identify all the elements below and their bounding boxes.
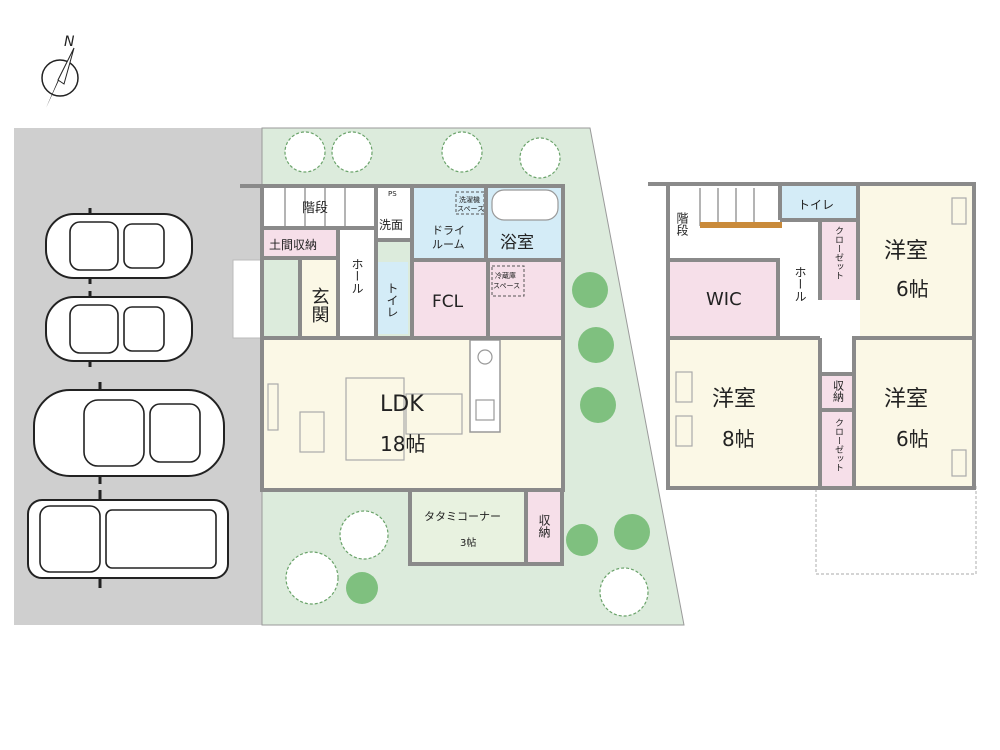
hall-1f	[338, 228, 376, 338]
toilet-room-2f	[782, 186, 858, 220]
handrail	[700, 222, 782, 228]
label-fridge-space-1: 冷蔵庫	[495, 271, 516, 280]
storage-doma-room	[263, 228, 337, 258]
closet-room-2	[822, 412, 852, 486]
label-room-ne: 洋室	[884, 239, 928, 264]
floor-1-labels: 階段 土間収納 玄関 ホール 洗面 PS ドライ ルーム 洗濯機 スペース 浴室…	[269, 190, 551, 549]
label-ldk-size: 18帖	[380, 432, 425, 456]
label-room-main-size: 8帖	[722, 427, 755, 451]
label-ps: PS	[388, 190, 397, 198]
car-1	[45, 208, 193, 284]
floor-2	[648, 182, 977, 575]
room-main	[670, 338, 820, 486]
hall-2f	[780, 222, 820, 336]
label-stairs-2f: 階段	[675, 211, 689, 237]
stairs-area-1f	[263, 188, 375, 228]
tatami-room	[410, 490, 524, 564]
bathtub	[491, 189, 559, 221]
label-washroom: 洗面	[379, 218, 403, 232]
label-storage-1f: 収納	[537, 514, 551, 538]
stove-icon	[477, 349, 493, 365]
floor-2-labels: 階段 トイレ クローゼット 洋室 6帖 WIC ホール 洋室 8帖 収納 クロー…	[675, 198, 929, 472]
trees	[284, 131, 650, 617]
label-wic: WIC	[706, 289, 742, 310]
entrance-room	[300, 260, 338, 338]
kitchen-counter	[469, 339, 501, 433]
storage-room-1f	[526, 490, 562, 564]
bed-se	[951, 449, 967, 477]
car-3	[33, 382, 225, 484]
label-washer-space-2: スペース	[457, 205, 484, 213]
label-room-ne-size: 6帖	[896, 277, 929, 301]
balcony	[815, 485, 977, 575]
kitchen-pantry	[490, 262, 562, 336]
label-toilet-2f: トイレ	[798, 198, 834, 212]
dry-room	[412, 188, 486, 258]
label-storage-2f: 収納	[832, 380, 845, 403]
bed-main	[675, 371, 693, 403]
floor-1	[232, 184, 565, 566]
car-2	[45, 291, 193, 367]
label-washer-space-1: 洗濯機	[459, 195, 480, 204]
tree-icon	[572, 272, 608, 308]
label-tatami: タタミコーナー	[424, 510, 501, 523]
label-tatami-size: 3帖	[460, 536, 476, 549]
label-bath: 浴室	[500, 233, 534, 253]
compass: N	[41, 34, 79, 108]
tv-board	[267, 383, 279, 431]
porch	[232, 259, 264, 339]
label-closet-1: クローゼット	[833, 226, 844, 280]
wic-room	[670, 262, 778, 336]
label-stairs-1f: 階段	[302, 201, 328, 216]
compass-north-label: N	[64, 34, 75, 50]
dining-table	[405, 393, 463, 435]
label-fridge-space-2: スペース	[493, 282, 520, 290]
label-fcl: FCL	[432, 292, 464, 312]
label-room-se-size: 6帖	[896, 427, 929, 451]
label-storage-doma: 土間収納	[269, 238, 317, 252]
sink-icon	[475, 399, 495, 421]
label-hall-1f: ホール	[350, 258, 364, 294]
room-se	[854, 338, 972, 486]
compass-ring	[41, 59, 79, 97]
label-dry-room-2: ルーム	[432, 238, 465, 251]
label-ldk: LDK	[380, 392, 424, 417]
storage-room-2f	[822, 374, 852, 410]
low-table	[299, 411, 325, 453]
bed-ne	[951, 197, 967, 225]
label-room-se: 洋室	[884, 387, 928, 412]
car-4	[27, 490, 229, 588]
label-hall-2f: ホール	[793, 266, 807, 302]
label-entrance: 玄関	[309, 287, 330, 323]
label-closet-2: クローゼット	[833, 418, 844, 472]
label-dry-room-1: ドライ	[432, 224, 465, 237]
closet-room-1	[820, 222, 858, 300]
label-room-main: 洋室	[712, 387, 756, 412]
washroom-room	[376, 188, 412, 240]
toilet-room-1f	[376, 262, 408, 334]
fridge-space-box	[491, 265, 525, 297]
room-ne	[860, 186, 972, 336]
sofa	[345, 377, 405, 461]
fcl-room	[412, 262, 488, 336]
ldk-room	[263, 338, 562, 490]
label-toilet-1f: トイレ	[385, 282, 399, 318]
